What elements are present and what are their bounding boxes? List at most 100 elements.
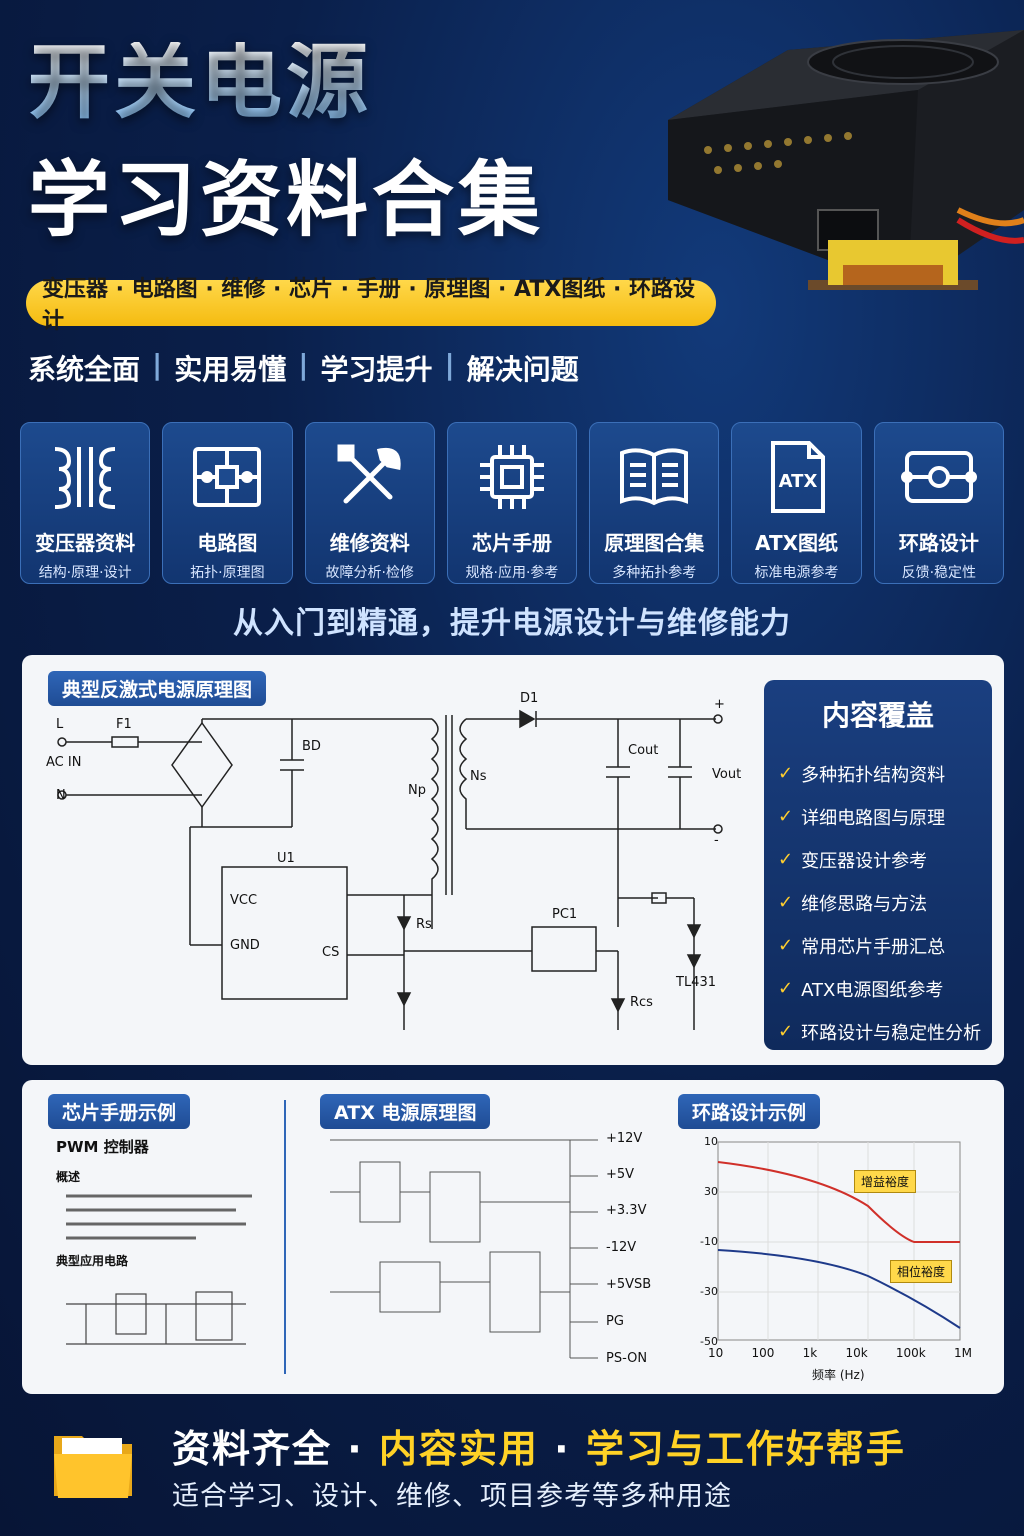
x-tick: 100 — [751, 1346, 775, 1360]
y-tick: -50 — [700, 1335, 718, 1348]
label-bd: BD — [302, 739, 321, 754]
chip-icon — [479, 445, 544, 509]
schematic-tag: 典型反激式电源原理图 — [48, 671, 267, 706]
headline: 从入门到精通，提升电源设计与维修能力 — [233, 606, 791, 641]
loop-x-ticks: 10 100 1k 10k 100k 1M — [708, 1346, 972, 1360]
diode-d1 — [519, 709, 536, 729]
label-acin: AC IN — [46, 755, 82, 770]
card-title: 变压器资料 — [35, 531, 136, 555]
card-title: 原理图合集 — [604, 531, 705, 555]
footer-highlight: 学习与工作好帮手 — [585, 1427, 906, 1471]
coverage-item-text: 维修思路与方法 — [801, 893, 928, 915]
slogan-item: 系统全面 — [28, 353, 141, 386]
phase-curve — [717, 1249, 961, 1329]
tl431-symbol — [686, 954, 702, 969]
divider — [284, 1100, 286, 1374]
label-vcc: VCC — [230, 893, 258, 908]
label-cs: CS — [322, 945, 340, 960]
card-subtitle: 故障分析·检修 — [325, 565, 414, 581]
chip-overview-label: 概述 — [56, 1170, 81, 1184]
gain-margin-label: 增益裕度 — [854, 1170, 917, 1193]
phase-margin-label: 相位裕度 — [890, 1260, 953, 1283]
coverage-item-text: 环路设计与稳定性分析 — [801, 1022, 982, 1044]
card-atx[interactable]: ATX ATX图纸 标准电源参考 — [731, 422, 862, 584]
label-u1: U1 — [277, 851, 295, 866]
folder-icon — [54, 1436, 132, 1498]
gain-curve — [717, 1161, 960, 1243]
coverage-item-text: 多种拓扑结构资料 — [801, 764, 946, 786]
coverage-title: 内容覆盖 — [821, 699, 934, 732]
card-title: ATX图纸 — [755, 531, 839, 555]
label-l: L — [56, 717, 64, 732]
atx-rail-labels: +12V +5V +3.3V -12V +5VSB PG PS-ON — [606, 1132, 651, 1365]
coverage-box: 内容覆盖 ✓ 多种拓扑结构资料 ✓ 详细电路图与原理 ✓变压器设计参考 ✓ 维修思路与… — [764, 680, 992, 1050]
atx-rail: -12V — [606, 1240, 637, 1255]
card-subtitle: 规格·应用·参考 — [465, 565, 559, 581]
book-icon — [620, 448, 689, 506]
footer-headline: 资料齐全 · 内容实用 · 学习与工作好帮手 — [172, 1418, 906, 1473]
fuse-f1 — [111, 736, 139, 748]
title-line-1: 开关电源 — [28, 35, 373, 130]
list-item: ✓ 详细电路图与原理 — [778, 795, 992, 838]
transformer-icon — [55, 447, 116, 509]
chip-sample-heading: PWM 控制器 — [56, 1138, 149, 1156]
check-icon: ✓ — [778, 806, 794, 827]
coverage-item-text: 详细电路图与原理 — [801, 807, 946, 829]
list-item: ✓环路设计与稳定性分析 — [778, 1010, 992, 1053]
coverage-list: ✓ 多种拓扑结构资料 ✓ 详细电路图与原理 ✓变压器设计参考 ✓ 维修思路与方法 ✓ 常… — [764, 752, 992, 1053]
card-repair[interactable]: 维修资料 故障分析·检修 — [304, 422, 435, 584]
y-tick: -10 — [700, 1235, 718, 1248]
chip-sample-tag: 芯片手册示例 — [48, 1094, 191, 1129]
x-tick: 1k — [802, 1346, 818, 1360]
check-icon: ✓ — [778, 935, 794, 956]
x-tick: 10k — [845, 1346, 868, 1360]
slogan-item: 实用易懂 — [174, 353, 287, 386]
check-icon: ✓ — [778, 849, 794, 870]
category-cards: 变压器资料 结构·原理·设计 电路图 拓扑·原理图 维修资料 故障分析·检修 — [20, 422, 1004, 584]
slogan-item: 学习提升 — [320, 353, 433, 386]
chip-typical-circuit — [66, 1291, 246, 1345]
loop-y-ticks: 10 30 -10 -30 -50 — [698, 1136, 718, 1347]
x-tick: 1M — [953, 1346, 972, 1360]
controller-u1 — [221, 866, 348, 1000]
card-transformer[interactable]: 变压器资料 结构·原理·设计 — [20, 422, 151, 584]
atx-schematic — [330, 1139, 598, 1359]
atx-sample-tag: ATX 电源原理图 — [320, 1094, 491, 1129]
atx-doc-icon: ATX — [770, 441, 825, 513]
label-plus: + — [714, 697, 725, 712]
tools-icon — [337, 444, 401, 504]
atx-rail: +5VSB — [606, 1277, 652, 1292]
chip-text-lines — [66, 1194, 252, 1240]
secondary-coil — [459, 718, 468, 829]
label-rs: Rs — [416, 917, 432, 932]
label-tl431: TL431 — [676, 975, 716, 990]
slogan: 系统全面| 实用易懂| 学习提升| 解决问题 — [28, 348, 579, 386]
y-tick: 30 — [704, 1185, 718, 1198]
card-subtitle: 反馈·稳定性 — [901, 565, 977, 581]
coverage-item-text: ATX电源图纸参考 — [801, 979, 944, 1001]
label-f1: F1 — [116, 717, 132, 732]
card-loop[interactable]: 环路设计 反馈·稳定性 — [873, 422, 1004, 584]
card-schematics[interactable]: 原理图合集 多种拓扑参考 — [589, 422, 720, 584]
label-gnd: GND — [230, 938, 260, 953]
label-ns: Ns — [470, 769, 487, 784]
label-pc1: PC1 — [552, 907, 578, 922]
label-d1: D1 — [520, 691, 539, 706]
footer-highlight: 内容实用 — [378, 1427, 539, 1471]
list-item: ✓ 常用芯片手册汇总 — [778, 924, 992, 967]
card-title: 芯片手册 — [471, 531, 552, 555]
atx-rail: PS-ON — [606, 1351, 648, 1366]
loop-icon — [900, 451, 977, 503]
coverage-item-text: 常用芯片手册汇总 — [801, 936, 946, 958]
label-vout: Vout — [712, 767, 742, 782]
flyback-schematic — [57, 709, 723, 1030]
x-tick: 100k — [895, 1346, 926, 1360]
card-circuit[interactable]: 电路图 拓扑·原理图 — [162, 422, 293, 584]
atx-rail: +3.3V — [606, 1203, 647, 1218]
card-chip[interactable]: 芯片手册 规格·应用·参考 — [446, 422, 578, 584]
card-subtitle: 拓扑·原理图 — [190, 565, 265, 581]
svg-text:ATX: ATX — [778, 471, 817, 492]
list-item: ✓变压器设计参考 — [778, 838, 992, 881]
check-icon: ✓ — [778, 763, 794, 784]
y-tick: 10 — [704, 1135, 718, 1148]
